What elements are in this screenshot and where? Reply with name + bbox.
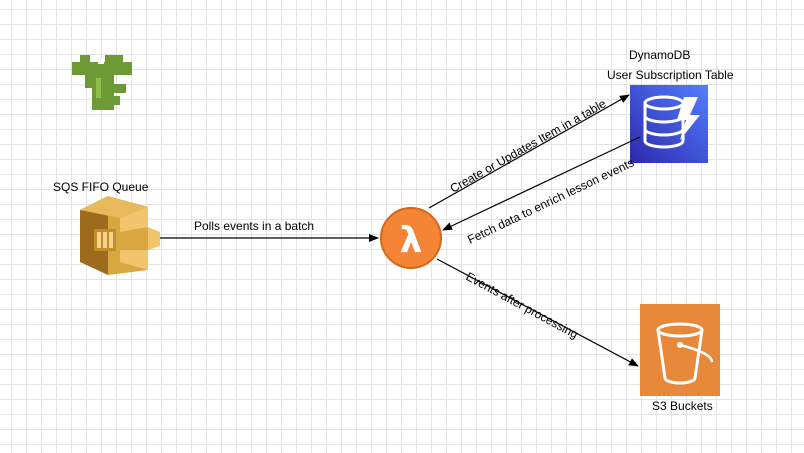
dynamodb-label-line1: DynamoDB (629, 48, 690, 62)
sqs-queue-icon (80, 196, 160, 275)
dynamodb-label-line2: User Subscription Table (607, 68, 734, 82)
edge-events-after (436, 258, 639, 367)
edge-polls-label: Polls events in a batch (194, 219, 314, 233)
sqs-label: SQS FIFO Queue (53, 180, 149, 194)
edge-fetch (442, 136, 641, 231)
edge-events-after-label: Events after processing (464, 269, 581, 341)
s3-label: S3 Buckets (652, 399, 713, 413)
svg-text:λ: λ (400, 220, 423, 261)
edge-create-update (428, 94, 630, 209)
dynamodb-icon (630, 85, 708, 163)
pixel-lambda-logo-icon (72, 55, 132, 110)
lambda-icon: λ (380, 207, 442, 269)
s3-bucket-icon (640, 304, 720, 396)
